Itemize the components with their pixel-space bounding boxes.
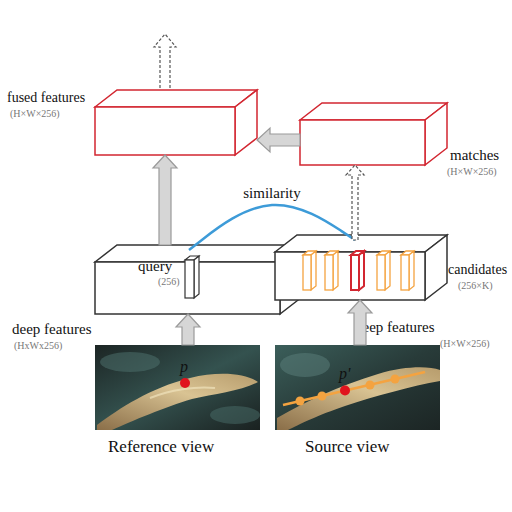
photo-texture <box>280 353 330 377</box>
volume-label: matches <box>450 147 499 164</box>
node-outline <box>295 240 425 295</box>
box-front <box>275 252 425 300</box>
volume-label: fused features <box>7 90 85 105</box>
vector-label: candidates <box>448 262 507 277</box>
dimension-label: (256×K) <box>458 280 493 291</box>
dimension-label: (H×W×256) <box>447 166 497 177</box>
box-front <box>95 107 235 155</box>
reference-photo <box>95 345 260 430</box>
point-label: p' <box>339 365 350 383</box>
box-side <box>194 256 199 298</box>
feature-volume: deep features(HxWx256)query(256) <box>95 245 302 314</box>
node-outline <box>300 103 447 165</box>
dimension-label: (H×W×256) <box>10 108 60 119</box>
box-front <box>185 260 194 298</box>
volume-label: deep features <box>355 319 435 336</box>
box-side <box>311 251 316 290</box>
node-outline <box>275 345 440 430</box>
box-side <box>235 90 257 155</box>
view-image: Source view <box>275 345 440 430</box>
source-photo <box>275 345 440 430</box>
photo-highlight <box>150 387 215 398</box>
box-front <box>401 255 409 290</box>
box-front <box>377 255 385 290</box>
box-front <box>303 255 311 290</box>
view-caption: Reference view <box>108 438 214 457</box>
point-label: p <box>180 358 188 376</box>
box-top <box>95 90 257 107</box>
photo-object <box>97 374 258 430</box>
box-side <box>333 251 338 290</box>
box-front <box>300 120 425 165</box>
dimension-label: (HxWx256) <box>14 340 62 351</box>
dimension-label: (256) <box>158 276 180 287</box>
candidate-point <box>296 397 305 406</box>
node-outline <box>95 345 260 430</box>
epipolar-line <box>283 372 425 405</box>
match-arrow <box>346 165 364 240</box>
candidate-point <box>318 392 327 401</box>
query-vector: query(256) <box>140 250 200 300</box>
box-front <box>325 255 333 290</box>
edge-label: similarity <box>243 185 301 202</box>
candidate-point <box>391 375 400 384</box>
flow-arrow <box>153 155 177 245</box>
photo-object <box>277 367 440 430</box>
fused-volume: fused features(H×W×256) <box>95 90 257 155</box>
photo-texture <box>100 352 160 372</box>
flow-arrow <box>176 314 200 345</box>
view-caption: Source view <box>305 438 390 457</box>
output-arrow <box>154 34 176 88</box>
feature-volume: deep features(H×W×256)candidates(256×K) <box>275 235 447 300</box>
matched-point <box>340 386 350 396</box>
box-top <box>275 235 447 252</box>
node-outline <box>95 90 257 155</box>
candidate-point <box>366 381 375 390</box>
box-top <box>300 103 447 120</box>
box-side <box>425 235 447 300</box>
box-front <box>351 255 359 290</box>
flow-arrow <box>348 300 372 345</box>
box-side <box>409 251 414 290</box>
box-side <box>385 251 390 290</box>
vector-label: query <box>138 258 172 275</box>
volume-label: deep features <box>12 321 92 338</box>
view-image: Reference view <box>95 345 260 430</box>
box-side <box>425 103 447 165</box>
photo-texture <box>210 406 260 424</box>
similarity-curve <box>189 205 355 250</box>
reference-point <box>180 378 190 388</box>
node-outline <box>140 250 200 300</box>
match-volume: matches(H×W×256) <box>300 103 447 165</box>
flow-arrow <box>257 128 300 152</box>
candidate-vectors: candidates(256×K) <box>295 240 425 295</box>
dimension-label: (H×W×256) <box>440 338 490 349</box>
